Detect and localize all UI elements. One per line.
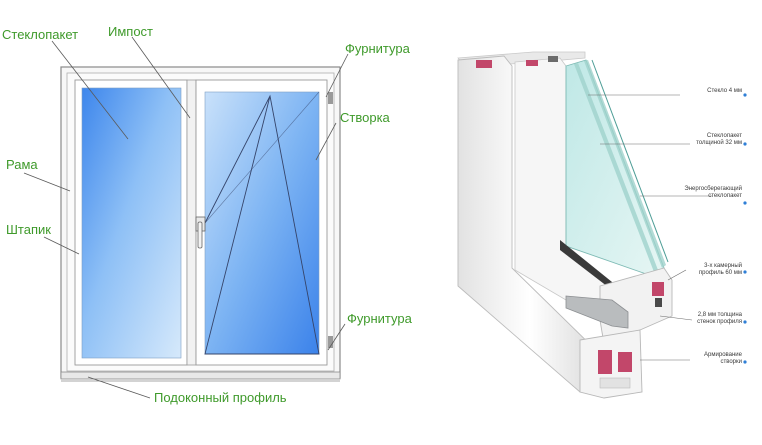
callout-chamber: 3-х камерный профиль 60 мм bbox=[699, 263, 742, 277]
label-steklopaket: Стеклопакет bbox=[2, 27, 79, 42]
glass-edge-line bbox=[591, 59, 669, 263]
callout-unit-line2: толщиной 32 мм bbox=[696, 140, 742, 146]
hinge-bottom bbox=[328, 336, 333, 348]
leader-chamber bbox=[667, 269, 687, 281]
callout-energy-line1: Энергосберегающий bbox=[684, 186, 742, 192]
sill-profile bbox=[60, 371, 341, 380]
callout-energy: Энергосберегающий стеклопакет bbox=[684, 186, 742, 200]
label-impost: Импост bbox=[108, 24, 154, 39]
label-stvorka: Створка bbox=[340, 110, 390, 125]
impost-bar bbox=[186, 79, 197, 366]
profile-section bbox=[457, 51, 747, 399]
glass-spacer bbox=[560, 240, 612, 290]
leader-furnitura-bottom bbox=[327, 323, 346, 351]
glass-pane-inner bbox=[584, 60, 666, 268]
callout-wall: 2,8 мм толщина стенок профиля bbox=[697, 312, 742, 326]
leader-shtapik bbox=[43, 236, 80, 255]
callout-wall-line2: стенок профиля bbox=[697, 319, 742, 325]
hinge-top bbox=[328, 92, 333, 104]
label-shtapik: Штапик bbox=[6, 222, 51, 237]
dot-glass bbox=[743, 93, 747, 97]
window-drawing bbox=[23, 36, 349, 399]
red-insert-mid bbox=[526, 60, 538, 66]
red-insert-left bbox=[476, 60, 492, 68]
label-furnitura-top: Фурнитура bbox=[345, 41, 410, 56]
glass-pane-outer bbox=[574, 63, 658, 272]
dot-reinforce bbox=[743, 360, 747, 364]
callout-reinforce: Армирование створки bbox=[704, 352, 742, 366]
callout-reinforce-line2: створки bbox=[720, 359, 742, 365]
dot-energy bbox=[743, 201, 747, 205]
profile-leaders bbox=[588, 94, 712, 361]
leader-furnitura-top bbox=[325, 53, 349, 98]
callout-dots bbox=[743, 93, 747, 364]
leader-rama bbox=[23, 172, 71, 192]
leader-impost bbox=[131, 36, 191, 119]
callout-glass: Стекло 4 мм bbox=[707, 88, 742, 95]
chamber-red-3 bbox=[618, 352, 632, 372]
callout-chamber-line2: профиль 60 мм bbox=[698, 270, 742, 276]
chamber-red-2 bbox=[598, 350, 612, 374]
chamber-red-1 bbox=[652, 282, 664, 296]
callout-reinforce-line1: Армирование bbox=[704, 352, 742, 358]
callout-unit: Стеклопакет толщиной 32 мм bbox=[696, 133, 742, 147]
reinforcement-steel bbox=[565, 295, 629, 329]
chamber-dark-1 bbox=[655, 298, 662, 307]
callout-chamber-line1: 3-х камерный bbox=[704, 263, 742, 269]
dot-wall bbox=[743, 320, 747, 324]
opening-lines-side bbox=[204, 91, 320, 224]
callout-energy-line2: стеклопакет bbox=[708, 193, 742, 199]
leader-wall bbox=[659, 315, 693, 321]
left-glass bbox=[81, 87, 182, 359]
label-podokonny: Подоконный профиль bbox=[154, 390, 287, 405]
dot-chamber bbox=[743, 270, 747, 274]
chamber-light bbox=[599, 377, 631, 389]
right-glass bbox=[204, 91, 320, 355]
callout-glass-line1: Стекло 4 мм bbox=[707, 88, 742, 94]
label-rama: Рама bbox=[6, 157, 38, 172]
leader-stvorka bbox=[315, 122, 337, 161]
leader-lines bbox=[23, 36, 349, 399]
callout-wall-line1: 2,8 мм толщина bbox=[697, 312, 742, 318]
handle-lever bbox=[197, 221, 203, 249]
opening-lines bbox=[204, 94, 320, 355]
leader-steklopaket bbox=[51, 40, 129, 140]
grey-seal bbox=[548, 56, 558, 62]
callout-unit-line1: Стеклопакет bbox=[706, 133, 742, 139]
dot-unit bbox=[743, 142, 747, 146]
label-furnitura-bottom: Фурнитура bbox=[347, 311, 412, 326]
leader-podokonny bbox=[87, 376, 151, 399]
